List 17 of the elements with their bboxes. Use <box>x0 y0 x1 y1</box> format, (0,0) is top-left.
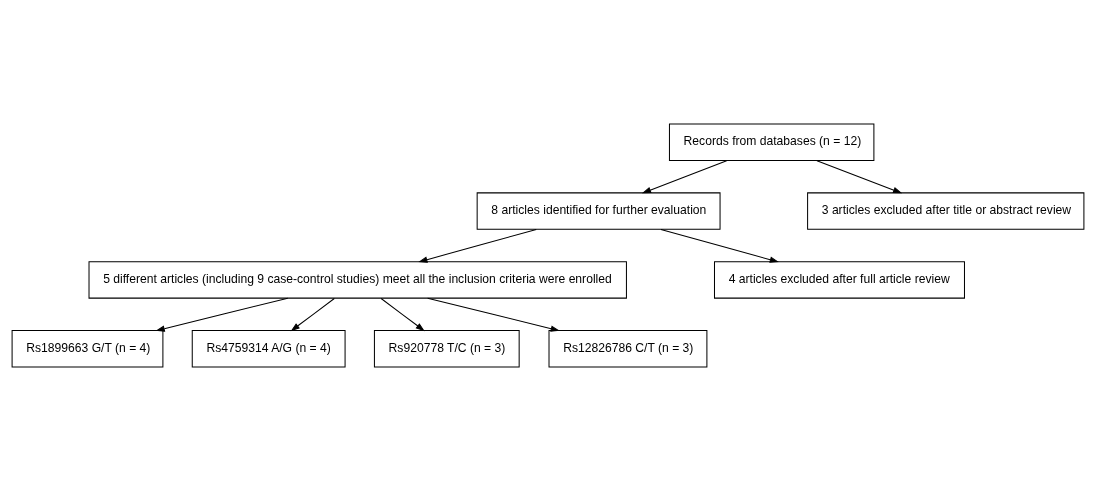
arrow <box>155 297 289 332</box>
node-box: 8 articles identified for further evaluation <box>476 192 721 230</box>
node-box: 5 different articles (including 9 case-control studies) meet all the inclusion criteria were enrolled <box>88 261 627 299</box>
node-box: Rs920778 T/C (n = 3) <box>373 330 520 368</box>
arrow <box>380 297 425 332</box>
node-box: 3 articles excluded after title or abstract review <box>807 192 1085 230</box>
arrow <box>816 160 903 194</box>
node-box: Records from databases (n = 12) <box>668 123 875 161</box>
node-box: Rs1899663 G/T (n = 4) <box>11 330 164 368</box>
arrow <box>290 297 335 332</box>
node-box: 4 articles excluded after full article review <box>714 261 965 299</box>
node-box: Rs4759314 A/G (n = 4) <box>191 330 346 368</box>
arrow <box>427 297 560 332</box>
arrow <box>641 160 728 194</box>
arrow <box>660 228 779 263</box>
arrow <box>418 228 537 263</box>
node-box: Rs12826786 C/T (n = 3) <box>548 330 708 368</box>
